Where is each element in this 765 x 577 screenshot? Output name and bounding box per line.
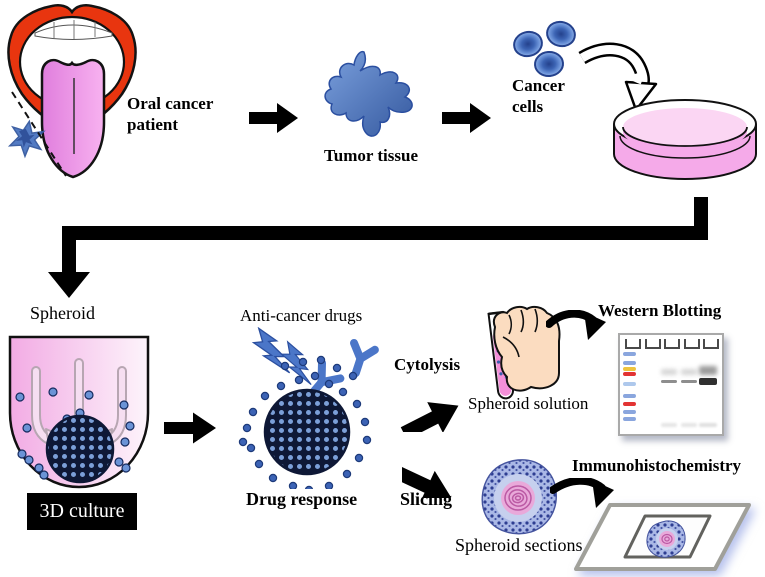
lightning-bolt-icon: [251, 327, 312, 386]
arrow-down-right-icon: [402, 465, 452, 498]
wb-well: [683, 339, 700, 349]
curved-arrow-icon: [546, 310, 606, 340]
spheroid-sections-label: Spheroid sections: [455, 535, 583, 555]
wb-ladder-band: [623, 361, 636, 365]
anti-cancer-drugs-label: Anti-cancer drugs: [240, 306, 363, 325]
wb-sample-band: [661, 423, 677, 427]
wb-sample-band: [699, 366, 717, 375]
immunohistochemistry-label: Immunohistochemistry: [572, 456, 742, 475]
section-core-swirl: [504, 485, 532, 511]
wb-well: [703, 339, 719, 349]
spheroid-solution-label: Spheroid solution: [468, 394, 589, 413]
pour-arrow-icon: [578, 42, 658, 112]
wb-ladder-band: [623, 382, 636, 386]
drug-response-illustration: [238, 327, 379, 489]
microscope-slide-illustration: [574, 503, 751, 571]
drug-response-label: Drug response: [246, 489, 358, 509]
wb-ladder-band: [623, 394, 636, 398]
wb-ladder-band: [623, 402, 636, 406]
arrow-up-right-icon: [400, 402, 459, 432]
spheroid-label: Spheroid: [30, 303, 95, 323]
tumor-tissue-label: Tumor tissue: [324, 146, 418, 165]
wb-sample-band: [681, 369, 697, 375]
3d-culture-label: 3D culture: [39, 500, 125, 522]
wb-panel: [618, 333, 724, 436]
wb-well: [664, 339, 680, 349]
arrow-right-icon: [442, 103, 491, 133]
wb-ladder-band: [623, 367, 636, 371]
3d-culture-label-box: 3D culture: [27, 493, 137, 530]
finger-lines: [502, 308, 539, 358]
cytolysis-label: Cytolysis: [394, 355, 461, 374]
wb-ladder-band: [623, 417, 636, 421]
wb-sample-band: [661, 369, 677, 375]
wb-sample-band: [661, 380, 677, 383]
western-blotting-label: Western Blotting: [598, 301, 722, 320]
wb-ladder-band: [623, 372, 636, 376]
arrow-right-icon: [249, 103, 298, 133]
slicing-label: Slicing: [400, 489, 453, 509]
tongue-shape: [40, 58, 106, 179]
wb-ladder-band: [623, 352, 636, 356]
wb-sample-band: [681, 423, 697, 427]
wb-sample-band: [699, 423, 717, 427]
dispersed-cell-dots: [238, 355, 372, 489]
cancer-cell-icon: [513, 20, 576, 78]
hand-with-test-tube-illustration: [487, 305, 561, 400]
petri-dish-illustration: [613, 99, 757, 180]
wb-well: [644, 339, 661, 349]
wb-ladder-band: [623, 410, 636, 414]
wb-well: [625, 339, 641, 349]
spheroid-ball: [263, 388, 351, 476]
spheroid-section-illustration: [481, 459, 557, 535]
resection-dashed-line: [11, 91, 67, 177]
spheroid-ball: [45, 414, 115, 484]
wb-sample-band: [681, 380, 697, 383]
curved-arrow-icon: [550, 478, 614, 508]
arrow-right-icon: [164, 412, 216, 444]
oral-cancer-patient-label: Oral cancer patient: [127, 94, 214, 134]
slide-section: [646, 520, 686, 558]
tumor-mark: [7, 119, 46, 159]
mouth-illustration: [7, 4, 137, 179]
tumor-tissue-illustration: [324, 50, 413, 137]
cancer-cells-illustration: [513, 20, 576, 78]
well-3d-culture-illustration: [8, 335, 150, 489]
wb-sample-band: [699, 378, 717, 385]
cancer-cells-label: Cancer cells: [512, 76, 565, 116]
